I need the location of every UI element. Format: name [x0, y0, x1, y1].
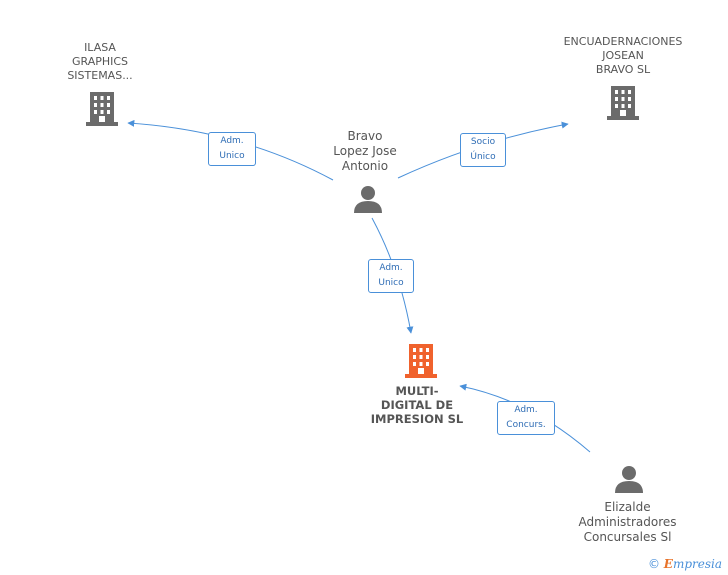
- node-label-line: IMPRESION SL: [370, 412, 464, 426]
- node-label-bravo[interactable]: Bravo Lopez Jose Antonio: [315, 129, 415, 174]
- node-label-line: MULTI-: [395, 384, 439, 398]
- edge-label-line: Concurs.: [506, 420, 546, 430]
- edge-label-bravo-encuadernaciones[interactable]: Socio Único: [460, 133, 506, 167]
- edge-label-line: Adm.: [379, 263, 403, 273]
- edge-label-bravo-multidigital[interactable]: Adm. Unico: [368, 259, 414, 293]
- node-label-line: Concursales Sl: [583, 530, 672, 544]
- building-icon[interactable]: [86, 92, 118, 126]
- node-label-ilasa[interactable]: ILASA GRAPHICS SISTEMAS...: [50, 41, 150, 83]
- node-label-line: JOSEAN: [602, 49, 644, 62]
- person-icon[interactable]: [615, 466, 643, 493]
- edge-label-bravo-ilasa[interactable]: Adm. Unico: [208, 132, 256, 166]
- edge-label-line: Adm.: [514, 405, 538, 415]
- brand-name: mpresia: [672, 557, 722, 571]
- brand-watermark: © Empresia: [648, 557, 722, 571]
- node-label-line: Antonio: [341, 159, 389, 173]
- edge-label-line: Unico: [378, 278, 404, 288]
- node-label-line: Bravo: [347, 129, 383, 143]
- edge-label-line: Unico: [219, 151, 245, 161]
- node-label-encuadernaciones[interactable]: ENCUADERNACIONES JOSEAN BRAVO SL: [553, 35, 693, 77]
- node-label-line: GRAPHICS: [71, 55, 129, 68]
- edge-label-line: Adm.: [220, 136, 244, 146]
- node-label-line: ENCUADERNACIONES: [563, 35, 683, 48]
- node-label-line: SISTEMAS...: [67, 69, 133, 82]
- copyright-symbol: ©: [647, 557, 660, 571]
- edge-label-elizalde-multidigital[interactable]: Adm. Concurs.: [497, 401, 555, 435]
- edge-label-line: Socio: [470, 137, 496, 147]
- node-label-line: ILASA: [84, 41, 116, 54]
- node-label-line: Elizalde: [604, 500, 651, 514]
- node-label-line: BRAVO SL: [595, 63, 651, 76]
- node-label-multidigital[interactable]: MULTI- DIGITAL DE IMPRESION SL: [362, 384, 472, 426]
- brand-first-letter: E: [663, 557, 673, 571]
- node-label-line: DIGITAL DE: [380, 398, 454, 412]
- edge-label-line: Único: [470, 152, 496, 162]
- building-icon[interactable]: [607, 86, 639, 120]
- node-label-line: Administradores: [578, 515, 677, 529]
- node-label-elizalde[interactable]: Elizalde Administradores Concursales Sl: [570, 500, 685, 545]
- node-label-line: Lopez Jose: [333, 144, 397, 158]
- building-icon[interactable]: [405, 344, 437, 378]
- person-icon[interactable]: [354, 186, 382, 213]
